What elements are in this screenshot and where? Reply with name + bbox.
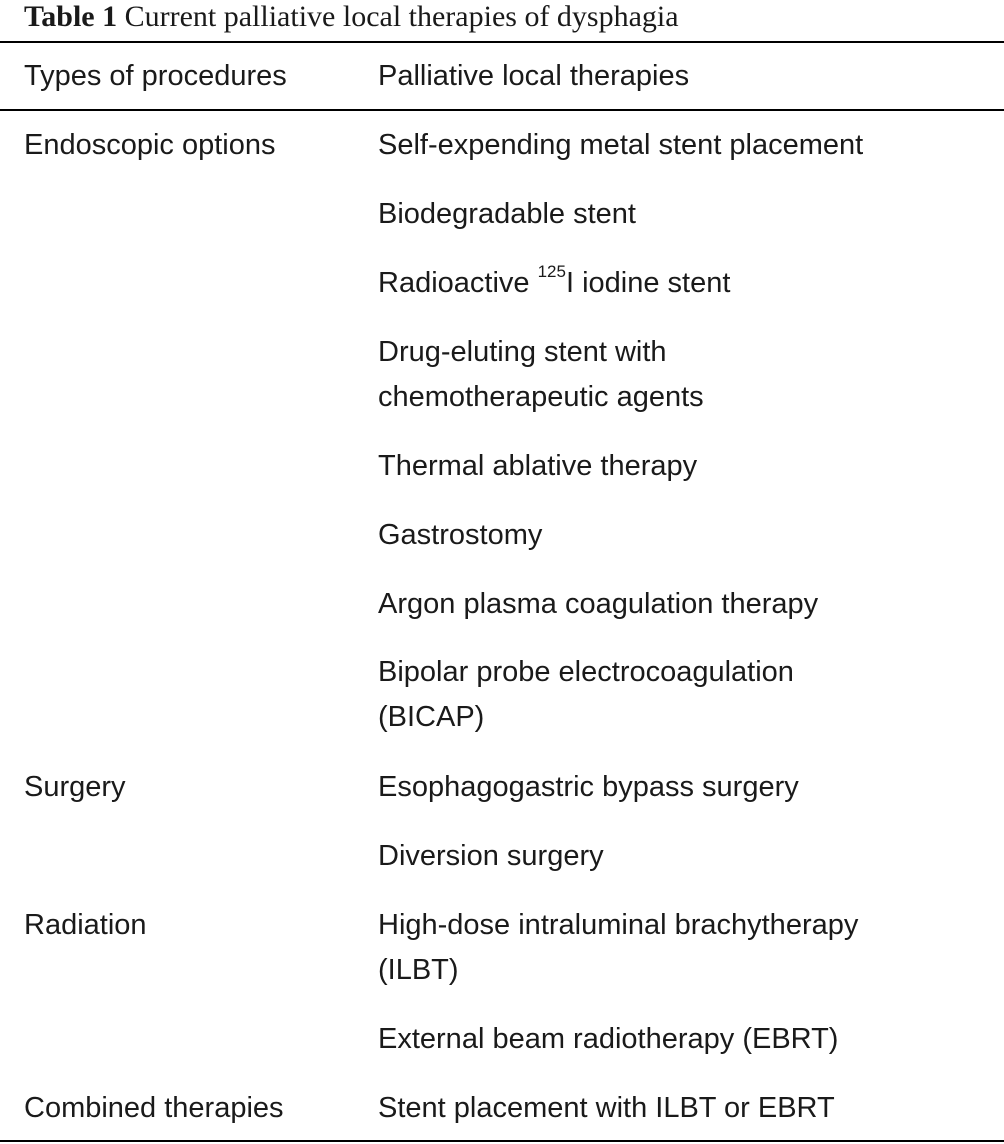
- therapy-radioactive-iodine-stent: Radioactive 125I iodine stent: [378, 263, 731, 301]
- therapy-drug-eluting-stent-line2: chemotherapeutic agents: [378, 381, 704, 413]
- therapy-thermal-ablative: Thermal ablative therapy: [378, 450, 698, 482]
- table-title: Current palliative local therapies of dy…: [124, 0, 679, 33]
- type-radiation: Radiation: [24, 909, 147, 941]
- header-types-of-procedures: Types of procedures: [24, 60, 287, 92]
- therapy-stent-with-ilbt-or-ebrt: Stent placement with ILBT or EBRT: [378, 1092, 835, 1124]
- therapy-self-expending-metal-stent: Self-expending metal stent placement: [378, 129, 864, 161]
- table-top-rule: [0, 41, 1004, 43]
- type-endoscopic-options: Endoscopic options: [24, 129, 276, 161]
- therapy-radioactive-suffix: I iodine stent: [565, 267, 731, 299]
- therapy-argon-plasma-coagulation: Argon plasma coagulation therapy: [378, 588, 819, 620]
- therapy-gastrostomy: Gastrostomy: [378, 519, 543, 551]
- therapy-drug-eluting-stent-line1: Drug-eluting stent with: [378, 336, 667, 368]
- therapy-bicap-line2: (BICAP): [378, 701, 485, 733]
- header-palliative-local-therapies: Palliative local therapies: [378, 60, 690, 92]
- type-surgery: Surgery: [24, 771, 126, 803]
- therapy-diversion-surgery: Diversion surgery: [378, 840, 604, 872]
- isotope-superscript: 125: [537, 262, 566, 282]
- therapy-esophagogastric-bypass: Esophagogastric bypass surgery: [378, 771, 799, 803]
- table-caption: Table 1 Current palliative local therapi…: [24, 0, 679, 38]
- table-header-rule: [0, 109, 1004, 111]
- type-combined-therapies: Combined therapies: [24, 1092, 284, 1124]
- therapy-radioactive-prefix: Radioactive: [378, 267, 538, 299]
- therapy-biodegradable-stent: Biodegradable stent: [378, 198, 636, 230]
- table-bottom-rule: [0, 1140, 1004, 1142]
- therapy-ebrt: External beam radiotherapy (EBRT): [378, 1023, 839, 1055]
- therapy-ilbt-line1: High-dose intraluminal brachytherapy: [378, 909, 859, 941]
- therapy-bicap-line1: Bipolar probe electrocoagulation: [378, 656, 794, 688]
- therapy-ilbt-line2: (ILBT): [378, 954, 459, 986]
- table-label: Table 1: [24, 0, 118, 33]
